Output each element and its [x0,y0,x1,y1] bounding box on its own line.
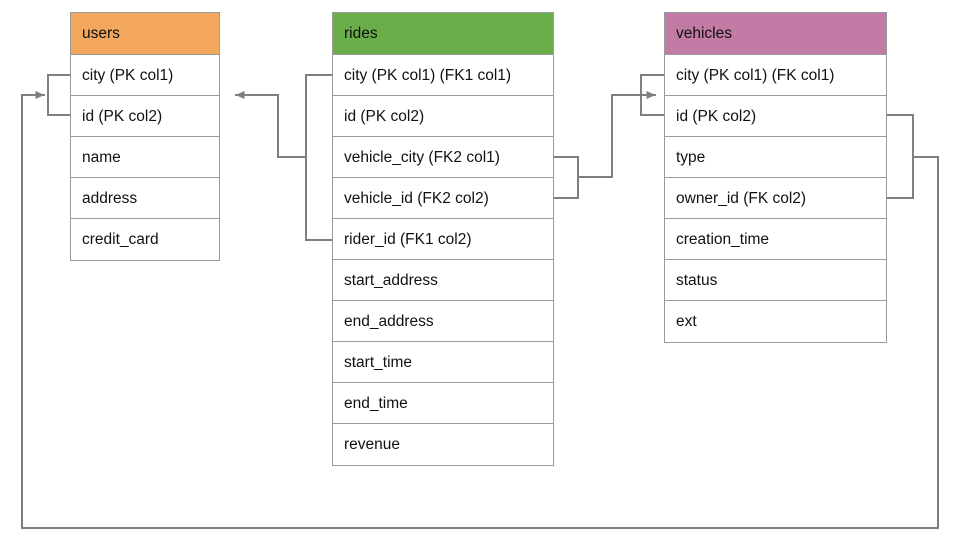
table-users-column-name[interactable]: name [71,137,219,178]
table-vehicles-column-creation-time[interactable]: creation_time [665,219,886,260]
table-rides-column-id[interactable]: id (PK col2) [333,96,553,137]
table-users-column-city[interactable]: city (PK col1) [71,55,219,96]
table-rides-column-vehicle-city[interactable]: vehicle_city (FK2 col1) [333,137,553,178]
edge-vehicles-right-bracket [886,114,914,199]
edge-rides-to-users [235,91,307,158]
table-rides[interactable]: rides city (PK col1) (FK1 col1) id (PK c… [332,12,554,466]
table-vehicles-column-city[interactable]: city (PK col1) (FK col1) [665,55,886,96]
edge-rides-right-bracket [553,156,579,199]
table-rides-column-revenue[interactable]: revenue [344,436,401,453]
edge-rides-left-bracket [305,74,333,241]
table-rides-column-vehicle-id[interactable]: vehicle_id (FK2 col2) [333,178,553,219]
table-vehicles-column-status[interactable]: status [665,260,886,301]
table-rides-column-end-address[interactable]: end_address [333,301,553,342]
table-vehicles-column-type[interactable]: type [665,137,886,178]
edge-users-left-bracket [47,74,71,116]
table-vehicles-column-ext[interactable]: ext [676,313,697,330]
table-users-column-credit-card[interactable]: credit_card [82,231,159,248]
table-users-header: users [71,13,219,55]
edge-rides-to-vehicles [577,91,656,178]
table-rides-column-start-address[interactable]: start_address [333,260,553,301]
table-rides-column-rider-id[interactable]: rider_id (FK1 col2) [333,219,553,260]
table-vehicles-column-owner-id[interactable]: owner_id (FK col2) [665,178,886,219]
table-rides-header: rides [333,13,553,55]
table-users[interactable]: users city (PK col1) id (PK col2) name a… [70,12,220,261]
table-users-column-id[interactable]: id (PK col2) [71,96,219,137]
table-rides-column-city[interactable]: city (PK col1) (FK1 col1) [333,55,553,96]
table-rides-column-start-time[interactable]: start_time [333,342,553,383]
table-vehicles-header: vehicles [665,13,886,55]
table-users-column-address[interactable]: address [71,178,219,219]
edge-vehicles-left-bracket [640,74,665,116]
table-vehicles-column-id[interactable]: id (PK col2) [665,96,886,137]
table-rides-column-end-time[interactable]: end_time [333,383,553,424]
table-vehicles[interactable]: vehicles city (PK col1) (FK col1) id (PK… [664,12,887,343]
